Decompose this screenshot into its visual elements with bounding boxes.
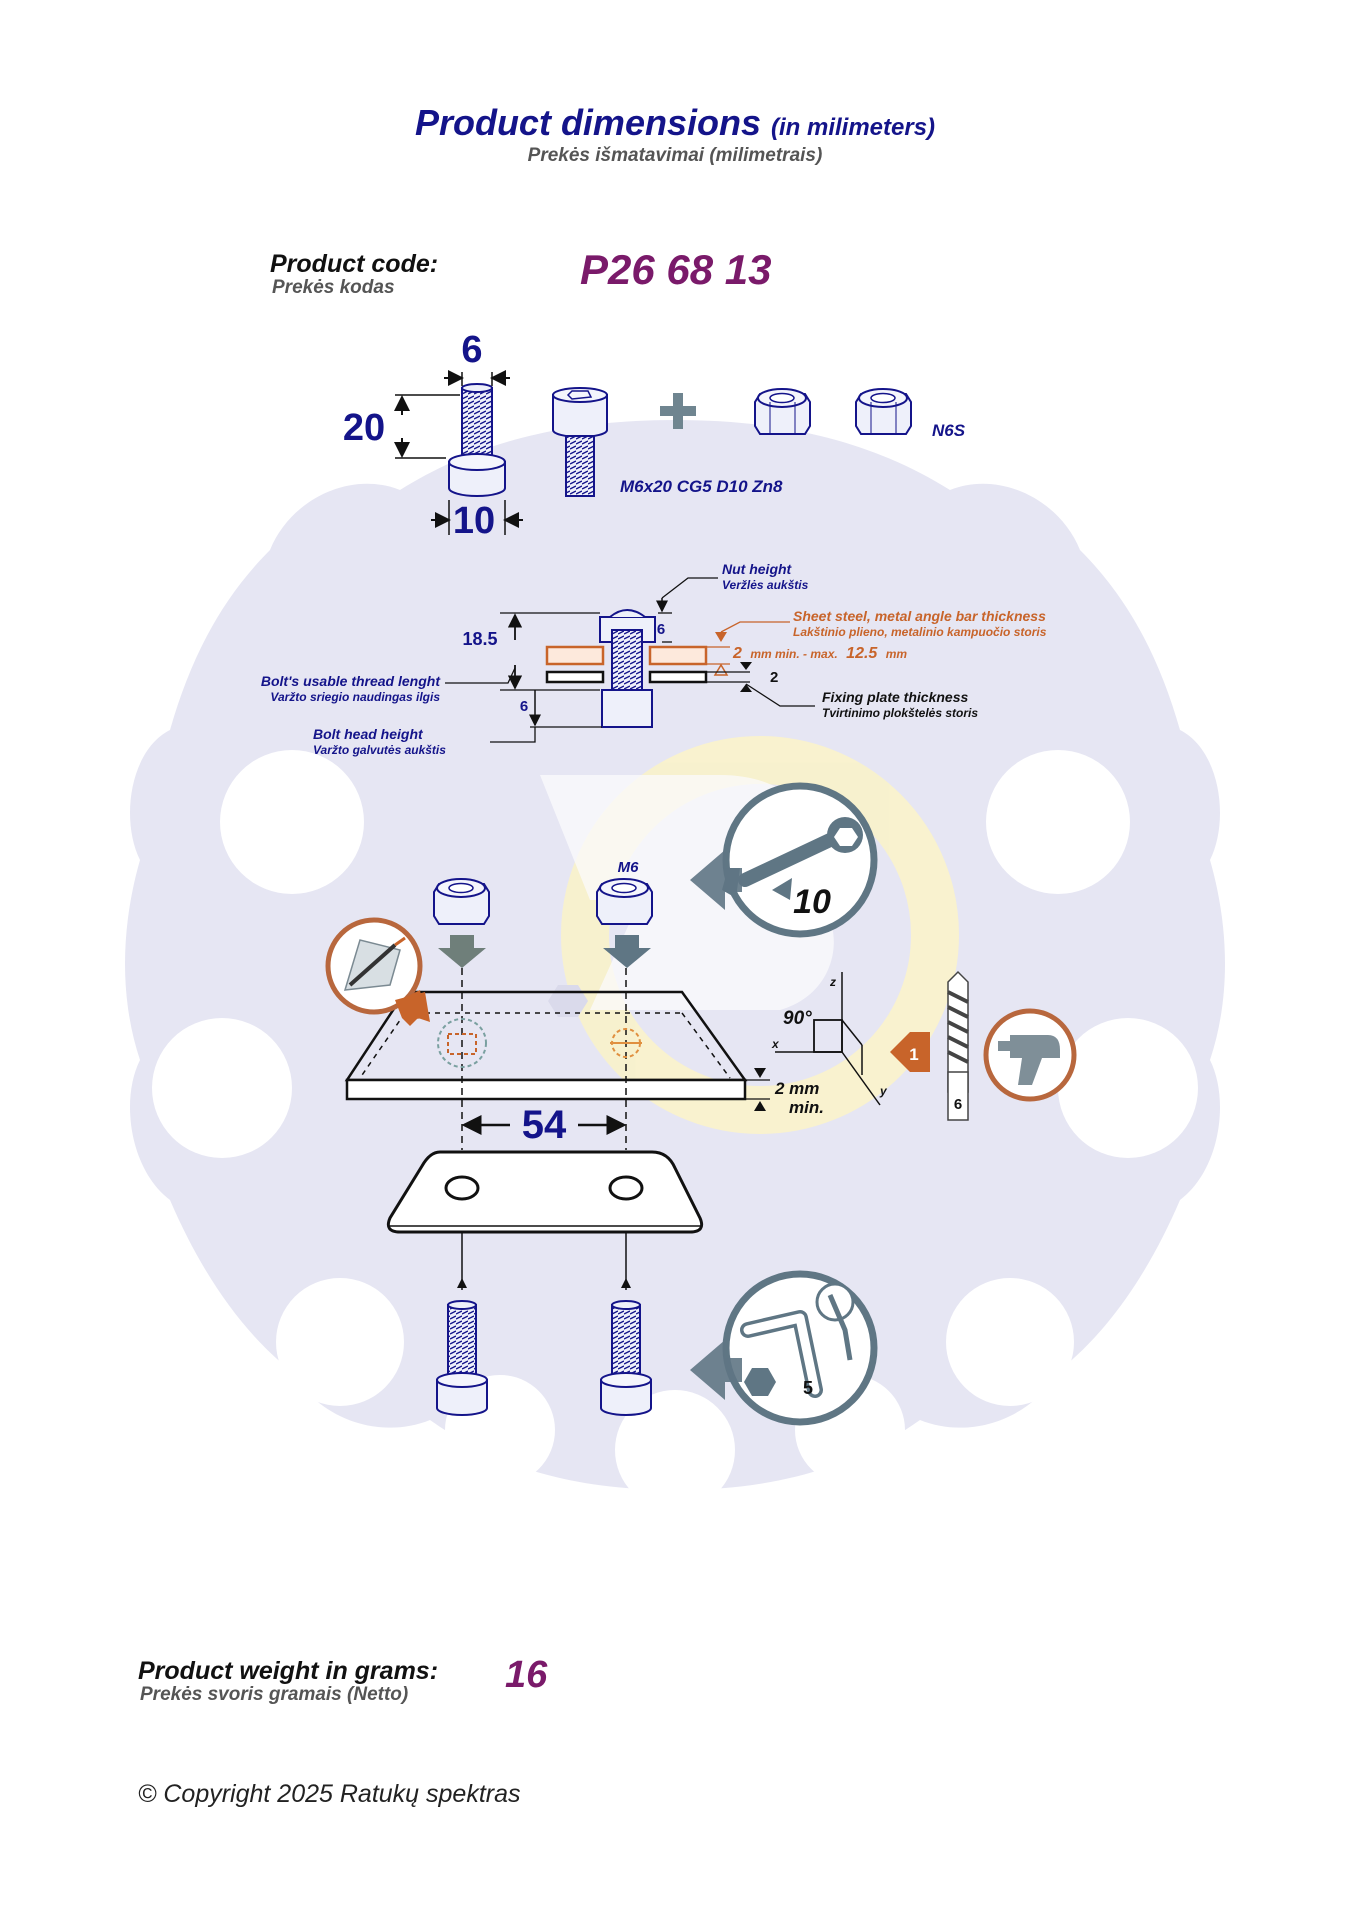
- sheet-min: 2: [732, 645, 742, 662]
- sheet-thickness-label-lt: Lakštinio plieno, metalinio kampuočio st…: [793, 625, 1047, 639]
- hex-key-icon: [722, 1270, 878, 1426]
- arrow-left-icon: [690, 1340, 742, 1400]
- drill-bit-icon: [947, 970, 969, 1121]
- arrow-left-icon: [690, 850, 742, 910]
- head-height-label: Bolt head height: [313, 726, 424, 742]
- step-number: 1: [909, 1045, 918, 1064]
- dim-bolt-length: 20: [343, 407, 385, 449]
- cross-section-drawing: [445, 577, 815, 743]
- wrench-size: 10: [793, 883, 831, 921]
- product-code: P26 68 13: [580, 246, 772, 293]
- thickness-dimension: [745, 1068, 770, 1111]
- axis-z: z: [829, 975, 836, 989]
- plate-thickness-value: 2: [770, 669, 778, 686]
- head-height-value: 6: [520, 698, 528, 715]
- head-height-label-lt: Varžto galvutės aukštis: [313, 743, 446, 757]
- page-title: Product dimensions (in milimeters): [0, 102, 1350, 144]
- fixing-plate: [386, 1150, 704, 1290]
- plus-icon: [660, 393, 696, 429]
- nyloc-nut-icon: [596, 878, 653, 925]
- axis-x: x: [771, 1037, 780, 1051]
- nut-height-label: Nut height: [722, 561, 793, 577]
- nut-size-label: M6: [618, 859, 639, 876]
- bolt-spec: M6x20 CG5 D10 Zn8: [620, 477, 783, 496]
- angle-label: 90°: [783, 1008, 812, 1029]
- sheet-thickness-range: 2 mm min. - max. 12.5 mm: [732, 645, 907, 662]
- min-thickness-label: min.: [789, 1098, 824, 1117]
- mounting-plate-3d: [344, 968, 748, 1150]
- down-arrow-icon: [603, 935, 651, 968]
- dim-thread-diameter: 6: [461, 329, 482, 371]
- socket-head-bolt-icon: [600, 1300, 652, 1416]
- down-arrow-icon: [438, 935, 486, 968]
- product-code-label-lt: Prekės kodas: [272, 277, 395, 298]
- socket-head-bolt-icon: [436, 1300, 488, 1416]
- title-text: Product dimensions: [414, 102, 761, 143]
- nyloc-nut-icon: [433, 878, 490, 925]
- thread-length-value: 18.5: [462, 629, 497, 649]
- nut-height-value: 6: [657, 621, 665, 638]
- product-weight-label: Product weight in grams:: [138, 1657, 439, 1685]
- nut-height-label-lt: Veržlės aukštis: [722, 578, 809, 592]
- bolt-dimension-drawing: [394, 370, 523, 535]
- dim-head-diameter: 10: [453, 500, 495, 542]
- hex-key-size: 5: [803, 1378, 813, 1398]
- thread-length-label-lt: Varžto sriegio naudingas ilgis: [270, 690, 440, 704]
- nyloc-nut-icon: [754, 388, 811, 435]
- sheet-max-unit: mm: [886, 647, 908, 661]
- thread-length-label: Bolt's usable thread lenght: [261, 673, 441, 689]
- nyloc-nut-icon: [855, 388, 912, 435]
- page-subtitle: Prekės išmatavimai (milimetrais): [527, 145, 823, 166]
- sheet-thickness-label: Sheet steel, metal angle bar thickness: [793, 608, 1046, 624]
- product-code-label: Product code:: [270, 250, 439, 278]
- min-thickness-value: 2 mm: [774, 1079, 819, 1098]
- nut-code: N6S: [932, 421, 966, 440]
- product-weight: 16: [505, 1654, 548, 1696]
- plate-thickness-label-lt: Tvirtinimo plokštelės storis: [822, 706, 978, 720]
- product-weight-label-lt: Prekės svoris gramais (Netto): [140, 1684, 409, 1705]
- drill-size: 6: [954, 1096, 962, 1113]
- plate-thickness-label: Fixing plate thickness: [822, 689, 968, 705]
- socket-head-bolt-icon: [552, 387, 608, 497]
- sheet-max: 12.5: [846, 645, 878, 662]
- orange-arrow-icon: [395, 992, 430, 1026]
- step-arrow-icon: [890, 1032, 930, 1072]
- copyright-text: © Copyright 2025 Ratukų spektras: [138, 1780, 521, 1808]
- axis-diagram: [775, 972, 881, 1106]
- power-drill-icon: [983, 1008, 1077, 1102]
- sheet-range-text: mm min. - max.: [750, 647, 837, 661]
- axis-y: y: [879, 1084, 888, 1098]
- wrench-icon: [722, 782, 878, 938]
- title-unit: (in milimeters): [771, 114, 936, 141]
- hole-spacing-value: 54: [522, 1103, 567, 1147]
